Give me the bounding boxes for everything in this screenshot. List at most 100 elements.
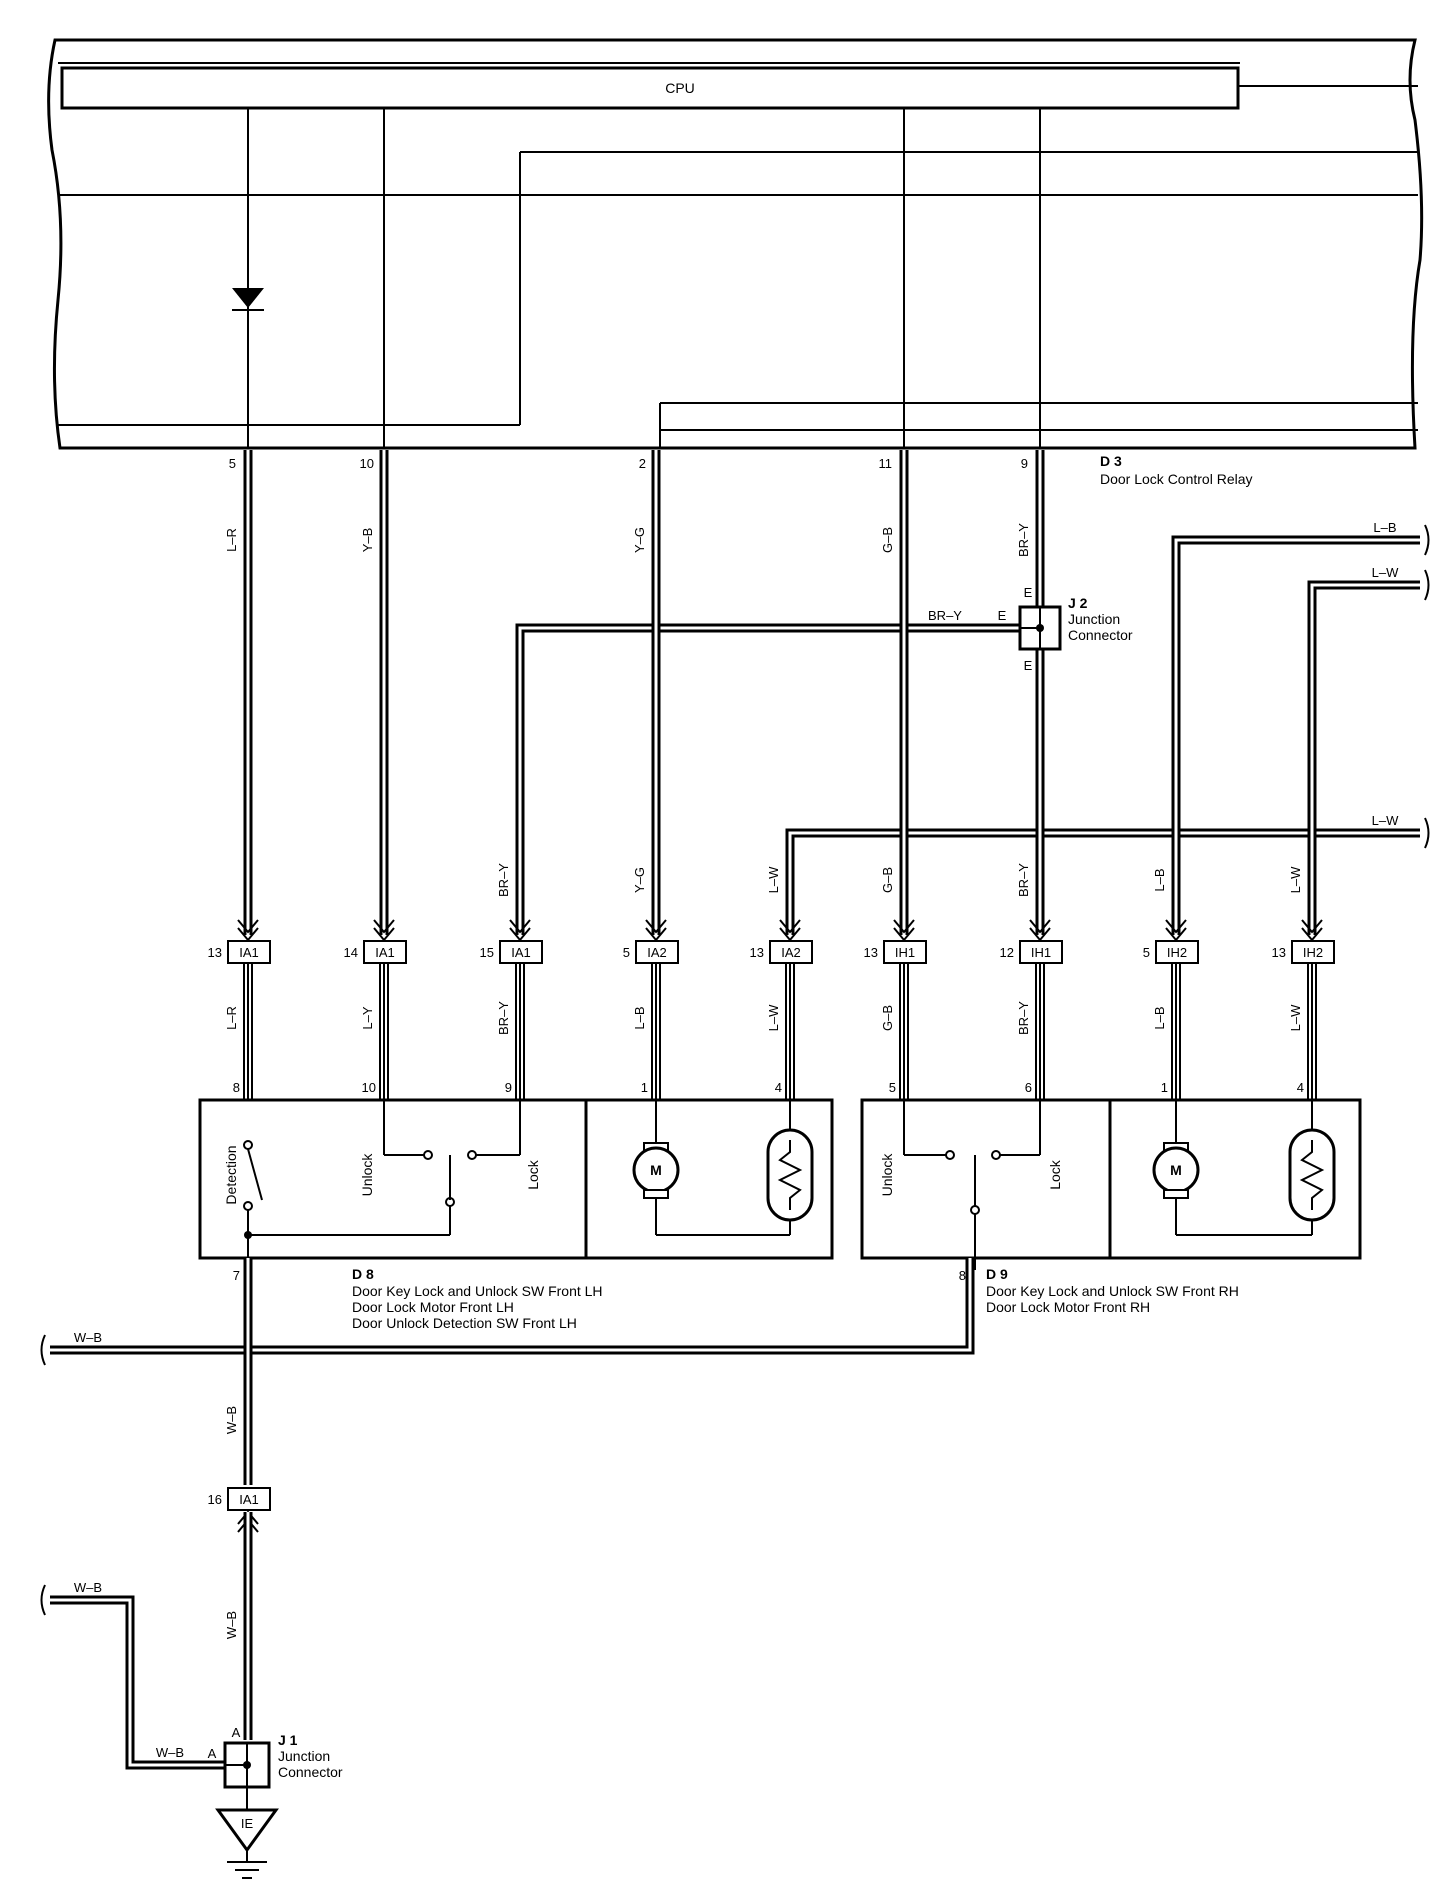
- connector-row: IA1 13 IA1 14 IA1 15 IA2 5 IA2 13 IH1 13…: [208, 940, 1335, 964]
- connector-pin: 5: [623, 945, 630, 960]
- d8-component: Detection Unlock Lock M: [198, 1098, 834, 1260]
- connector-name: IA2: [781, 945, 801, 960]
- relay-pin: 2: [639, 456, 646, 471]
- ground-label: IE: [241, 1816, 254, 1831]
- d8-ground-pin: 7: [233, 1268, 240, 1283]
- cpu-block: CPU: [60, 66, 1418, 110]
- d9-pin: 1: [1161, 1080, 1168, 1095]
- j2-line1: Junction: [1068, 611, 1120, 627]
- d9-ground-pin: 8: [959, 1268, 966, 1283]
- d8-pin: 1: [641, 1080, 648, 1095]
- connector-name: IA1: [375, 945, 395, 960]
- mid-wire-labels: BR–Y Y–G L–W G–B BR–Y L–B L–W: [496, 863, 1303, 897]
- connector-name: IH2: [1303, 945, 1323, 960]
- connector-name: IA1: [511, 945, 531, 960]
- wire-color-label: L–W: [766, 866, 781, 893]
- connector-name: IH1: [895, 945, 915, 960]
- ground-wire-label: W–B: [74, 1330, 102, 1345]
- j2-pin: E: [1024, 658, 1033, 673]
- diode-icon: [232, 288, 264, 308]
- cpu-label: CPU: [665, 80, 695, 96]
- relay-id: D 3: [1100, 453, 1122, 469]
- wire-color-label: BR–Y: [496, 1001, 511, 1035]
- external-wire-lb: L–B: [1373, 520, 1396, 535]
- wire-color-label: Y–G: [632, 527, 647, 553]
- d8-line: Door Key Lock and Unlock SW Front LH: [352, 1283, 603, 1299]
- connector-pin: 15: [480, 945, 494, 960]
- d9-id: D 9: [986, 1266, 1008, 1282]
- j2-line2: Connector: [1068, 627, 1133, 643]
- door-lock-control-relay-outline: [47, 38, 1424, 450]
- connector-name: IH1: [1031, 945, 1051, 960]
- d9-description: 8 D 9 Door Key Lock and Unlock SW Front …: [959, 1266, 1239, 1315]
- wire-color-label: Y–G: [632, 867, 647, 893]
- j1-pin: A: [208, 1746, 217, 1761]
- d9-pin: 6: [1025, 1080, 1032, 1095]
- wire-color-label: L–Y: [360, 1006, 375, 1029]
- wire-color-label: G–B: [880, 527, 895, 553]
- d8-description: 7 D 8 Door Key Lock and Unlock SW Front …: [233, 1266, 603, 1331]
- wire-color-label: BR–Y: [1016, 863, 1031, 897]
- lock-label: Lock: [1047, 1159, 1063, 1190]
- relay-pin: 10: [360, 456, 374, 471]
- d8-line: Door Lock Motor Front LH: [352, 1299, 514, 1315]
- j1-line1: Junction: [278, 1748, 330, 1764]
- relay-pin: 9: [1021, 456, 1028, 471]
- lower-wires: [243, 963, 1317, 1100]
- d9-component: Unlock Lock M: [860, 1098, 1362, 1270]
- d9-pin: 4: [1297, 1080, 1304, 1095]
- wire-color-label: L–R: [224, 528, 239, 552]
- wire-color-label: L–W: [766, 1004, 781, 1031]
- j2-pin: E: [998, 608, 1007, 623]
- j1-line2: Connector: [278, 1764, 343, 1780]
- j2-junction-connector: E E E BR–Y J 2 Junction Connector: [928, 585, 1133, 673]
- j2-wire-label: BR–Y: [928, 608, 962, 623]
- ground-wiring: W–B W–B IA1 16 W–B W–B W–B A A J 1 Junct…: [40, 1258, 975, 1879]
- wire-color-label: BR–Y: [496, 863, 511, 897]
- d8-pin: 10: [362, 1080, 376, 1095]
- wire-color-label: Y–B: [360, 528, 375, 553]
- main-wires: [243, 450, 1420, 935]
- component-pins: 8 10 9 1 4 5 6 1 4: [233, 1080, 1304, 1095]
- d9-pin: 5: [889, 1080, 896, 1095]
- wire-color-label: BR–Y: [1016, 1001, 1031, 1035]
- connector-pin: 13: [1272, 945, 1286, 960]
- ia1-bottom-pin: 16: [208, 1492, 222, 1507]
- ground-wire-label: W–B: [74, 1580, 102, 1595]
- ground-wire-label: W–B: [224, 1406, 239, 1434]
- d8-pin: 4: [775, 1080, 782, 1095]
- d8-id: D 8: [352, 1266, 374, 1282]
- motor-label: M: [650, 1162, 662, 1178]
- connector-pin: 13: [864, 945, 878, 960]
- motor-label: M: [1170, 1162, 1182, 1178]
- d8-pin: 9: [505, 1080, 512, 1095]
- relay-pin: 11: [879, 456, 893, 471]
- d9-line: Door Key Lock and Unlock SW Front RH: [986, 1283, 1239, 1299]
- relay-internal-wiring: [232, 108, 1041, 448]
- d9-line: Door Lock Motor Front RH: [986, 1299, 1150, 1315]
- wire-color-label: G–B: [880, 867, 895, 893]
- d8-pin: 8: [233, 1080, 240, 1095]
- unlock-label: Unlock: [879, 1153, 895, 1197]
- connector-pin: 14: [344, 945, 358, 960]
- wire-color-label: L–W: [1288, 1004, 1303, 1031]
- connector-pin: 13: [750, 945, 764, 960]
- connector-name: IA1: [239, 945, 259, 960]
- wire-color-label: L–B: [1152, 1006, 1167, 1029]
- connector-name: IA2: [647, 945, 667, 960]
- ia1-bottom-name: IA1: [239, 1492, 259, 1507]
- connector-pin: 13: [208, 945, 222, 960]
- j1-id: J 1: [278, 1732, 298, 1748]
- lock-label: Lock: [525, 1159, 541, 1190]
- wire-color-label: L–R: [224, 1006, 239, 1030]
- j2-id: J 2: [1068, 595, 1088, 611]
- ground-wire-label: W–B: [156, 1745, 184, 1760]
- wire-color-label: G–B: [880, 1005, 895, 1031]
- j1-pin: A: [232, 1725, 241, 1740]
- wire-color-label: L–B: [632, 1006, 647, 1029]
- unlock-label: Unlock: [359, 1153, 375, 1197]
- wire-color-label: BR–Y: [1016, 523, 1031, 557]
- connector-name: IH2: [1167, 945, 1187, 960]
- relay-pin: 5: [229, 456, 236, 471]
